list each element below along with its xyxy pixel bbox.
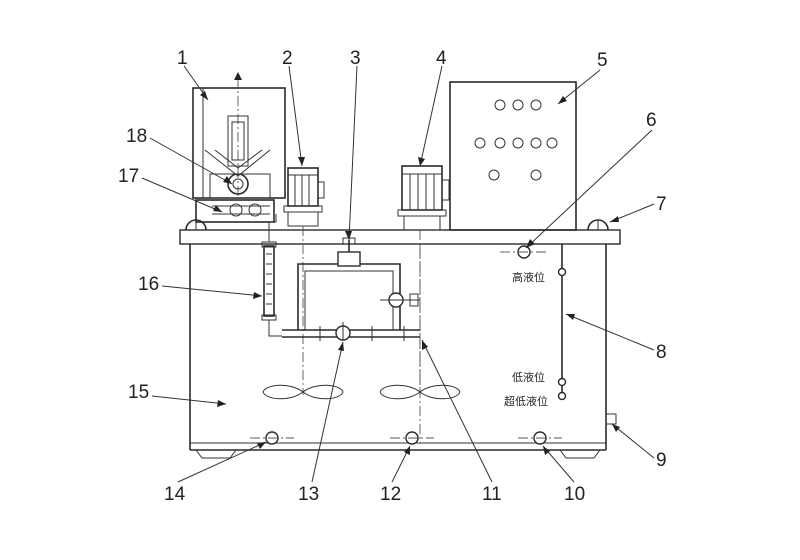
drain-outlets [250,431,562,445]
callout-9: 9 [656,450,667,471]
agitator-blades [262,384,461,400]
low-level-label: 低液位 [512,370,545,384]
control-cabinet [449,81,577,231]
flowmeter [261,214,282,337]
callout-3: 3 [350,48,361,69]
overflow-port [605,413,617,425]
callout-10: 10 [564,484,585,505]
leader-lines [141,65,655,483]
ultra-low-level-label: 超低液位 [504,394,548,408]
high-level-label: 高液位 [512,270,545,284]
callout-15: 15 [128,382,149,403]
callout-1: 1 [177,48,188,69]
callout-11: 11 [482,484,502,505]
mixer-motor-right [397,165,450,395]
callout-7: 7 [656,194,667,215]
callout-4: 4 [436,48,447,69]
callout-13: 13 [298,484,319,505]
callout-12: 12 [380,484,401,505]
callout-2: 2 [282,48,293,69]
callout-5: 5 [597,50,608,71]
callout-18: 18 [126,126,147,147]
callout-17: 17 [118,166,139,187]
callout-8: 8 [656,342,667,363]
level-gauge [500,244,567,401]
tank-body [179,229,621,459]
callout-16: 16 [138,274,159,295]
callout-14: 14 [164,484,186,505]
callout-6: 6 [646,110,657,131]
mixer-motor-left [283,167,325,395]
powder-feeder [192,72,286,223]
